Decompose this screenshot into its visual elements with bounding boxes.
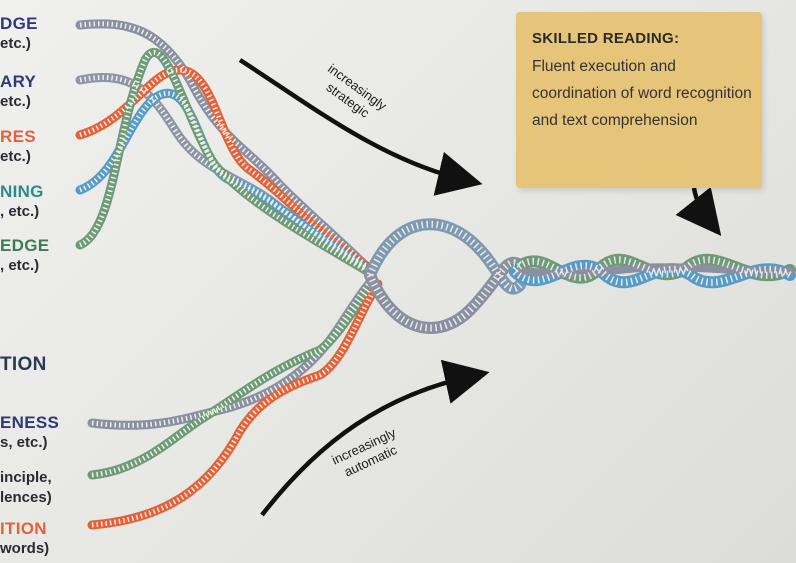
- label-sub: words): [0, 540, 50, 557]
- label-phonological-awareness: ENESS s, etc.): [0, 413, 59, 453]
- label-title: DGE: [0, 14, 38, 33]
- label-word-recognition: TION: [0, 355, 47, 375]
- strand-sight-recognition: [87, 279, 383, 530]
- label-background-knowledge: DGE etc.): [0, 14, 38, 54]
- strand-background-knowledge: [75, 19, 375, 275]
- skilled-reading-title: SKILLED READING:: [532, 30, 680, 47]
- arrow-increasingly-automatic: [260, 359, 490, 517]
- upper-strand-texture: [78, 21, 374, 277]
- label-sub-2: lences): [0, 489, 52, 506]
- label-title: ARY: [0, 72, 37, 91]
- lower-strands: [87, 275, 383, 530]
- rope-loop-lower: [364, 256, 526, 334]
- label-sub: etc.): [0, 93, 31, 110]
- label-vocabulary: ARY etc.): [0, 72, 36, 112]
- label-sub: etc.): [0, 35, 31, 52]
- label-sub: s, etc.): [0, 434, 48, 451]
- label-title: EDGE: [0, 236, 50, 255]
- label-sub: etc.): [0, 148, 31, 165]
- label-language-structures: RES etc.): [0, 127, 36, 167]
- label-verbal-reasoning: NING , etc.): [0, 182, 44, 222]
- lower-strand-texture: [91, 278, 381, 528]
- label-title: ITION: [0, 519, 47, 538]
- label-sub: inciple,: [0, 469, 52, 486]
- label-title: TION: [0, 354, 47, 375]
- label-sub: , etc.): [0, 203, 40, 220]
- label-sight-recognition: ITION words): [0, 519, 49, 559]
- arrow-increasingly-strategic: [238, 58, 483, 196]
- arrow-to-skilled-reading: [675, 186, 722, 237]
- skilled-reading-box: SKILLED READING: Fluent execution and co…: [516, 12, 762, 188]
- label-title: NING: [0, 182, 44, 201]
- label-title: ENESS: [0, 413, 60, 432]
- rope-texture: [366, 220, 792, 332]
- label-decoding: inciple, lences): [0, 468, 52, 508]
- label-literacy-knowledge: EDGE , etc.): [0, 236, 49, 276]
- upper-strands: [75, 19, 377, 279]
- label-title: RES: [0, 127, 36, 146]
- label-sub: , etc.): [0, 257, 40, 274]
- skilled-reading-body: Fluent execution and coordination of wor…: [532, 58, 752, 129]
